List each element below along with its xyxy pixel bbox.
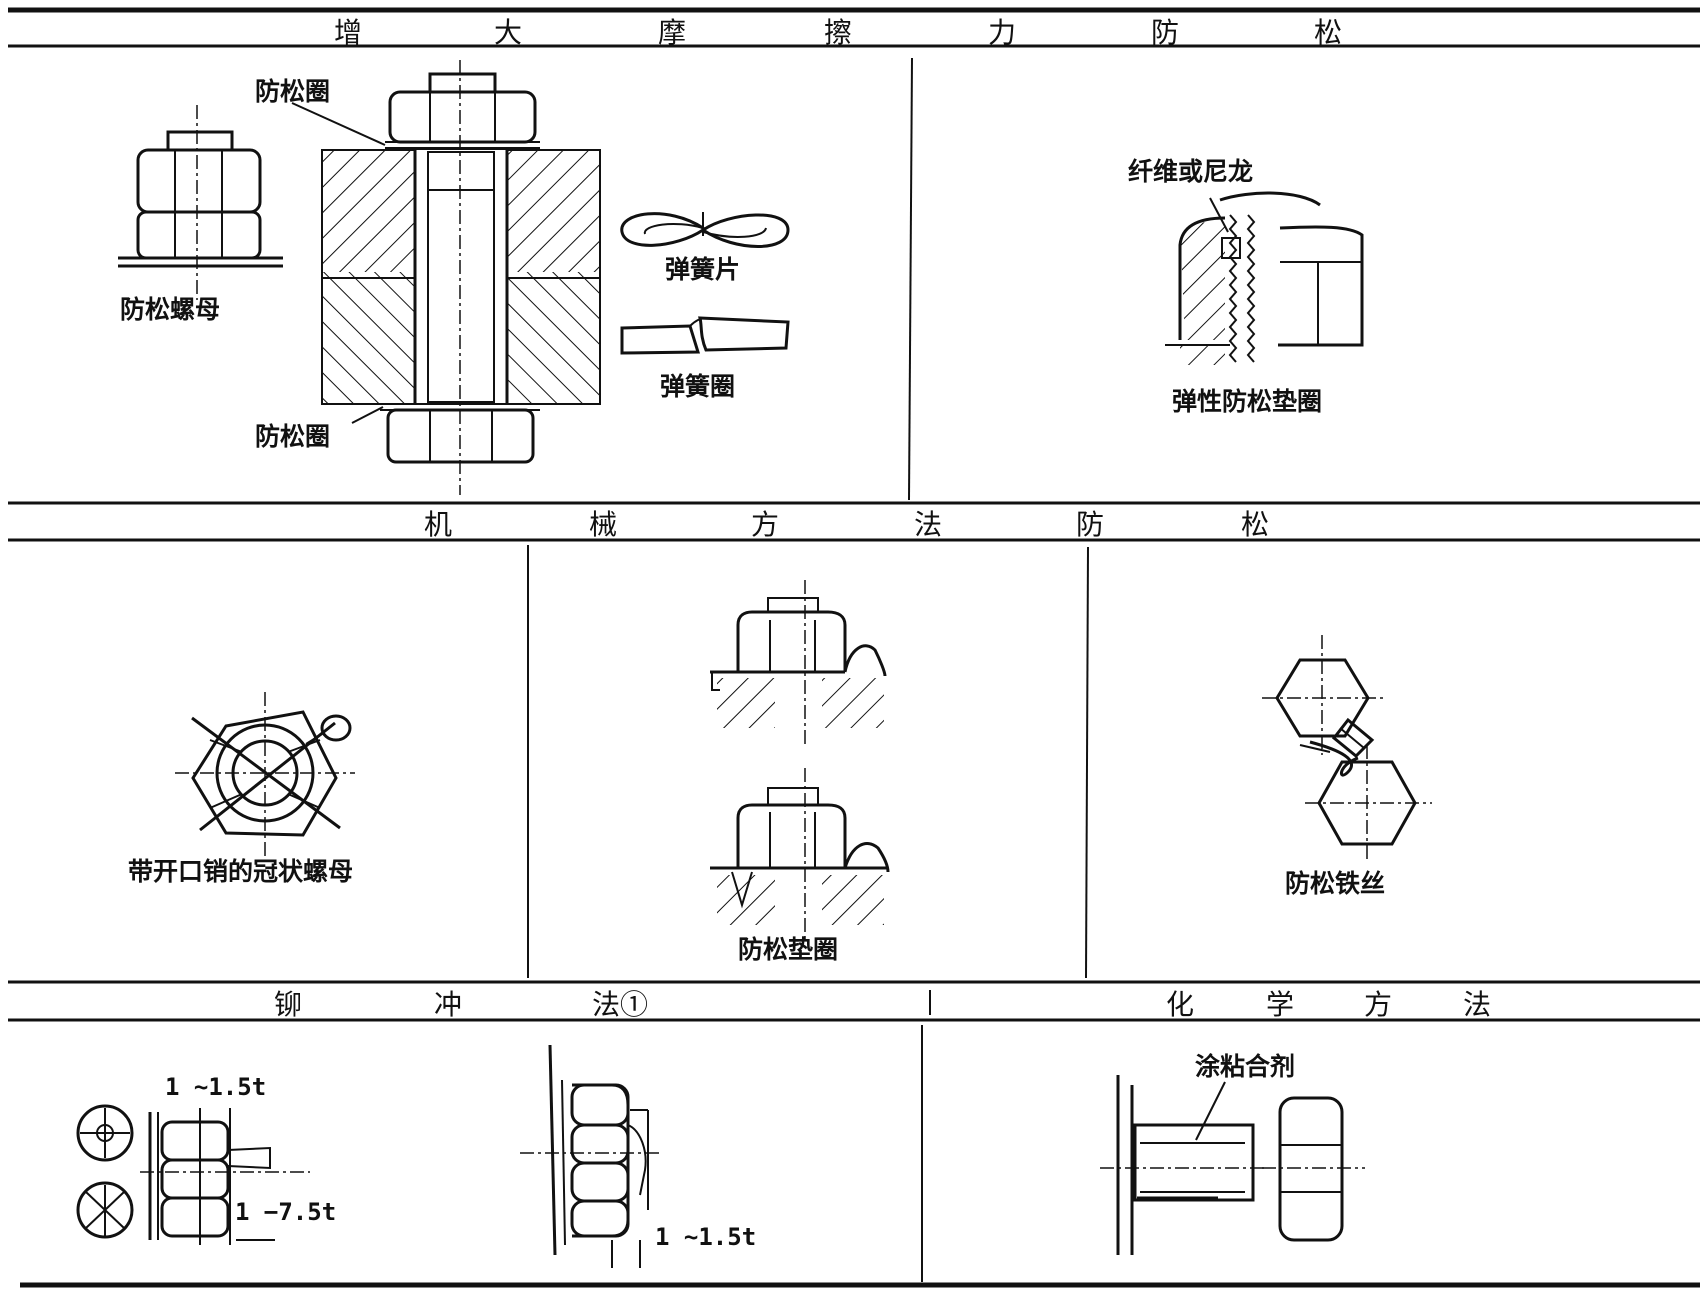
header-mechanical-char-1: 机	[424, 508, 452, 541]
header-friction-char-3: 摩	[658, 16, 686, 49]
rivet-dimension-3-label: 1 ~1.5t	[655, 1223, 756, 1251]
rivet-dimension-1-label: 1 ~1.5t	[165, 1073, 266, 1101]
header-chemical: 化 学 方 法	[1166, 988, 1491, 1021]
rivet-dimension-2-label: 1 −7.5t	[235, 1198, 336, 1226]
spring-ring-label: 弹簧圈	[660, 372, 735, 401]
lock-wire-label: 防松铁丝	[1285, 869, 1385, 898]
header-friction-char-1: 增	[334, 16, 362, 49]
header-chemical-char-2: 学	[1266, 988, 1294, 1021]
spring-ring-drawing	[620, 316, 790, 355]
adhesive-bolt-drawing	[1100, 1075, 1365, 1255]
nylon-insert-nut-drawing	[1165, 191, 1364, 365]
header-riveting: 铆 冲 法①	[274, 988, 648, 1021]
lock-washer-top-drawing	[710, 580, 887, 745]
header-riveting-char-3: 法①	[592, 988, 648, 1021]
lock-wire-drawing	[1262, 635, 1432, 860]
header-mechanical-char-5: 防	[1076, 508, 1104, 541]
header-mechanical-char-4: 法	[914, 508, 942, 541]
riveting-punch-left-drawing	[76, 1104, 310, 1245]
header-friction-char-2: 大	[494, 16, 522, 49]
table-grid	[8, 7, 1700, 1288]
header-riveting-char-2: 冲	[434, 988, 462, 1021]
locking-ring-top-label: 防松圈	[255, 77, 330, 106]
header-chemical-char-1: 化	[1166, 988, 1194, 1021]
spring-leaf-drawing	[620, 212, 790, 248]
castle-nut-drawing	[175, 692, 355, 860]
locking-ring-bottom-label: 防松圈	[255, 422, 330, 451]
header-mechanical: 机 械 方 法 防 松	[424, 508, 1269, 541]
header-chemical-char-3: 方	[1364, 988, 1392, 1021]
riveting-punch-right-drawing	[520, 1044, 660, 1268]
header-mechanical-char-6: 松	[1241, 508, 1269, 541]
lock-washer-label: 防松垫圈	[738, 935, 838, 964]
castle-nut-cotter-label: 带开口销的冠状螺母	[128, 857, 353, 886]
lock-washer-bottom-drawing	[710, 768, 890, 940]
spring-leaf-label: 弹簧片	[665, 255, 740, 284]
lock-nut-label: 防松螺母	[120, 295, 220, 324]
header-riveting-char-1: 铆	[274, 988, 302, 1021]
header-friction-char-4: 擦	[824, 16, 852, 49]
elastic-lock-washer-label: 弹性防松垫圈	[1172, 387, 1322, 416]
header-mechanical-char-2: 械	[589, 508, 617, 541]
header-friction-char-6: 防	[1151, 16, 1179, 49]
bolt-joint-drawing	[291, 60, 601, 495]
adhesive-label: 涂粘合剂	[1195, 1052, 1295, 1081]
header-friction-char-5: 力	[988, 16, 1016, 49]
header-chemical-char-4: 法	[1463, 988, 1491, 1021]
header-friction: 增 大 摩 擦 力 防 松	[334, 16, 1342, 49]
header-friction-char-7: 松	[1314, 16, 1342, 49]
lock-nut-drawing	[118, 105, 283, 300]
header-mechanical-char-3: 方	[751, 508, 779, 541]
fiber-or-nylon-label: 纤维或尼龙	[1128, 157, 1253, 186]
